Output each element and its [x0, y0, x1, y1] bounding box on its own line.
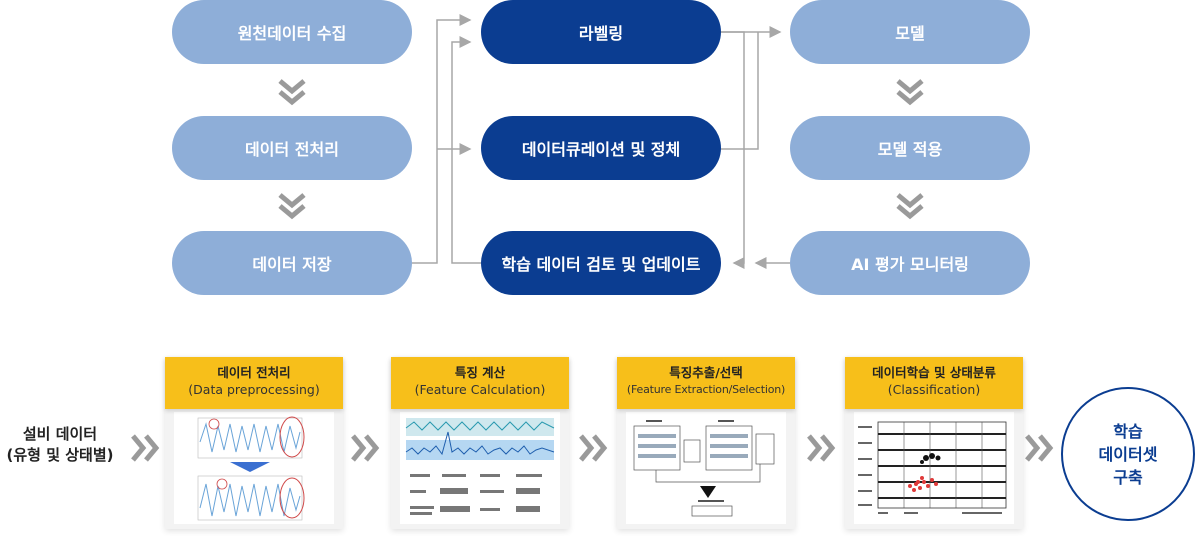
- source-line-2: (유형 및 상태별): [6, 446, 114, 464]
- pill-label: 데이터 저장: [252, 255, 332, 274]
- pill-model: 모델: [790, 0, 1030, 64]
- card-title: 데이터 전처리: [217, 365, 291, 380]
- extraction-diagram-figure-icon: [633, 420, 775, 517]
- pill-raw-data-collection: 원천데이터 수집: [172, 0, 412, 64]
- feature-extraction-thumbnail: [626, 412, 786, 524]
- chevron-down-icon: [278, 193, 306, 220]
- chevron-right-icon: [1025, 434, 1054, 462]
- card-header-classification: 데이터학습 및 상태분류 (Classification): [845, 357, 1023, 409]
- card-subtitle: (Classification): [887, 382, 981, 397]
- feature-formula-figure-icon: [405, 418, 555, 515]
- pill-data-curation: 데이터큐레이션 및 정체: [481, 116, 721, 180]
- connector-label-to-review: [720, 31, 745, 269]
- pill-training-data-review: 학습 데이터 검토 및 업데이트: [481, 231, 721, 295]
- source-line-1: 설비 데이터: [22, 425, 98, 443]
- chevron-down-icon: [896, 193, 924, 220]
- pill-model-application: 모델 적용: [790, 116, 1030, 180]
- result-dataset-circle: 학습 데이터셋 구축: [1061, 387, 1195, 521]
- scatter-figure-icon: [858, 421, 1007, 514]
- feature-calc-thumbnail: [400, 412, 560, 524]
- pill-data-storage: 데이터 저장: [172, 231, 412, 295]
- card-header-feature-extraction: 특징추출/선택 (Feature Extraction/Selection): [617, 357, 795, 409]
- connector-review-to-label: [451, 36, 481, 264]
- result-line-2: 데이터셋: [1098, 444, 1158, 464]
- pill-labeling: 라벨링: [481, 0, 721, 64]
- pill-label: 데이터큐레이션 및 정체: [521, 140, 681, 159]
- result-line-1: 학습: [1113, 421, 1143, 441]
- card-subtitle: (Feature Calculation): [414, 382, 546, 397]
- chevron-down-icon: [896, 79, 924, 106]
- chevron-right-icon: [579, 434, 608, 462]
- card-title: 특징 계산: [454, 365, 506, 380]
- chevron-right-icon: [351, 434, 380, 462]
- card-header-preprocessing: 데이터 전처리 (Data preprocessing): [165, 357, 343, 409]
- preprocessing-thumbnail: [174, 412, 334, 524]
- chevron-down-icon: [278, 79, 306, 106]
- card-title: 특징추출/선택: [669, 365, 743, 380]
- pill-label: AI 평가 모니터링: [851, 255, 969, 274]
- card-subtitle: (Feature Extraction/Selection): [626, 383, 786, 396]
- card-title: 데이터학습 및 상태분류: [872, 365, 996, 380]
- pill-label: 모델 적용: [877, 140, 943, 159]
- pill-label: 데이터 전처리: [245, 140, 339, 159]
- card-subtitle: (Data preprocessing): [188, 382, 320, 397]
- classification-thumbnail: [854, 412, 1014, 524]
- pill-label: 원천데이터 수집: [237, 24, 347, 43]
- chevron-right-icon: [807, 434, 836, 462]
- pill-label: 학습 데이터 검토 및 업데이트: [501, 255, 701, 274]
- pill-data-preprocessing: 데이터 전처리: [172, 116, 412, 180]
- pill-label: 라벨링: [578, 24, 624, 43]
- pill-ai-evaluation-monitoring: AI 평가 모니터링: [790, 231, 1030, 295]
- result-line-3: 구축: [1113, 467, 1143, 487]
- pill-label: 모델: [895, 24, 925, 43]
- card-header-feature-calculation: 특징 계산 (Feature Calculation): [391, 357, 569, 409]
- connector-store-to-label: [410, 14, 472, 264]
- source-label: 설비 데이터 (유형 및 상태별): [0, 424, 120, 466]
- waveform-figure-icon: [197, 416, 305, 521]
- chevron-right-icon: [131, 434, 160, 462]
